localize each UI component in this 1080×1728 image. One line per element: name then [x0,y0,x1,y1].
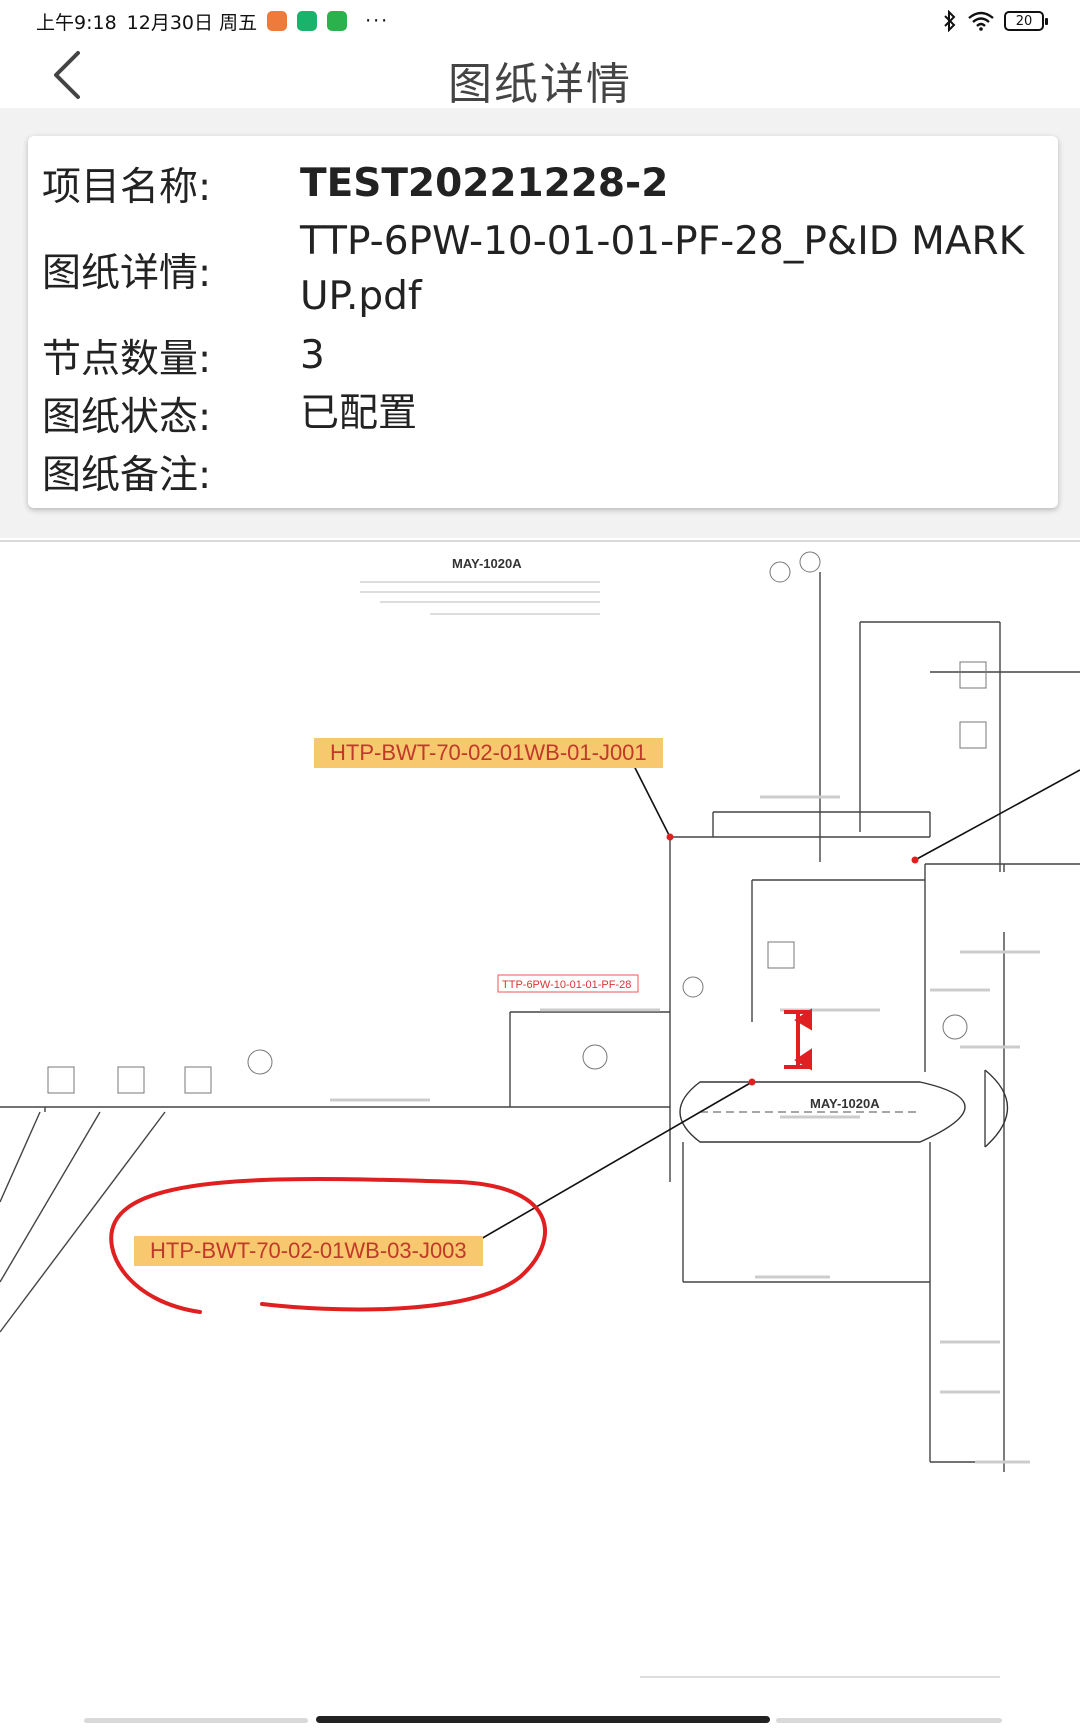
bluetooth-icon [944,10,956,32]
node-tag-j001[interactable]: HTP-BWT-70-02-01WB-01-J001 [314,738,663,768]
pid-drawing: MAY-1020A [0,551,1080,1678]
drawing-status-label: 图纸状态: [42,395,212,440]
page-indicator [0,1716,1080,1724]
status-left: 上午9:18 12月30日 周五 ··· [36,8,389,35]
back-button[interactable] [40,48,94,102]
info-row-node-count: 节点数量: 3 [42,328,1044,386]
notification-app-icon [297,11,318,31]
info-row-project: 项目名称: TEST20221228-2 [42,156,1044,212]
chevron-left-icon [54,51,80,99]
equipment-tag-vessel: MAY-1020A [810,1096,880,1111]
wechat-icon [327,11,348,31]
page-indicator-left [84,1718,308,1723]
wifi-icon [968,11,994,31]
drawing-info-card: 项目名称: TEST20221228-2 图纸详情: TTP-6PW-10-01… [28,136,1058,508]
node-tag-j003[interactable]: HTP-BWT-70-02-01WB-03-J003 [134,1236,483,1266]
status-bar: 上午9:18 12月30日 周五 ··· 20 [0,0,1080,42]
info-row-drawing: 图纸详情: TTP-6PW-10-01-01-PF-28_P&ID MARK U… [42,212,1044,328]
battery-level: 20 [1015,13,1033,29]
drawing-detail-label: 图纸详情: [42,251,212,296]
status-right: 20 [942,10,1048,32]
drawing-status-value: 已配置 [300,391,418,436]
info-row-status: 图纸状态: 已配置 [42,386,1044,444]
more-notifications-icon: ··· [365,10,390,32]
section-divider [0,540,1080,542]
node-count-label: 节点数量: [42,337,212,382]
home-indicator[interactable] [316,1716,770,1723]
drawing-reference-tag: TTP-6PW-10-01-01-PF-28 [502,979,631,991]
project-name-label: 项目名称: [42,165,212,210]
info-row-remark: 图纸备注: [42,444,1044,502]
nav-bar: 图纸详情 [0,42,1080,110]
markup-valve-symbol [784,1008,812,1071]
project-name-value: TEST20221228-2 [300,161,669,206]
page-title: 图纸详情 [448,59,632,110]
markup-circle [109,1176,547,1314]
status-time: 上午9:18 [36,11,117,34]
equipment-tag-top: MAY-1020A [452,556,522,571]
battery-icon: 20 [1004,11,1048,31]
drawing-remark-label: 图纸备注: [42,453,212,498]
drawing-file-name: TTP-6PW-10-01-01-PF-28_P&ID MARK UP.pdf [300,219,1025,319]
page-indicator-right [776,1718,1002,1723]
drawing-viewer[interactable]: MAY-1020A [0,542,1080,1702]
status-date: 12月30日 周五 [126,11,258,34]
node-count-value: 3 [300,333,325,378]
notification-app-icon [267,11,288,31]
